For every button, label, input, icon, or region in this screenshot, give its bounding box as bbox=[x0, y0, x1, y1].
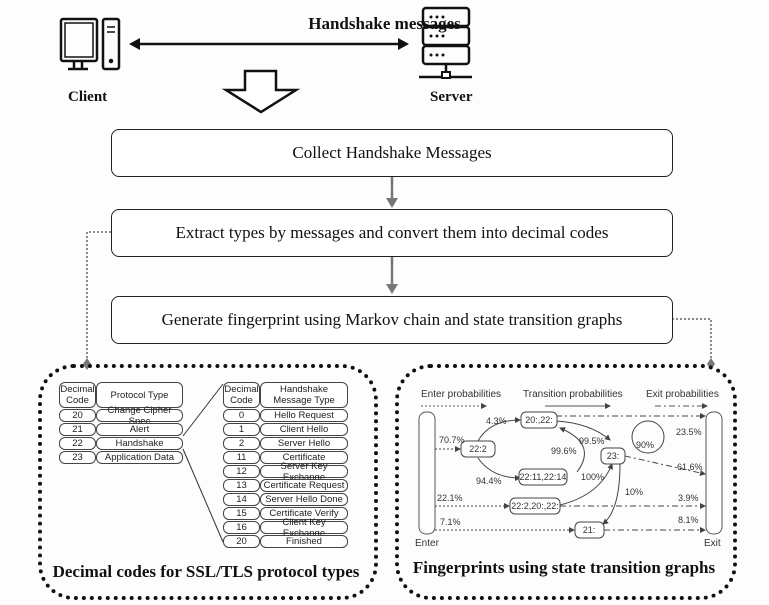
header-protocol-type: Protocol Type bbox=[96, 382, 183, 408]
legend-enter: Enter probabilities bbox=[421, 389, 501, 400]
state-23-label: 23: bbox=[607, 451, 620, 461]
header-handshake-message-type: Handshake Message Type bbox=[260, 382, 348, 408]
legend-exit: Exit probabilities bbox=[646, 389, 719, 400]
cell-type-name: Client Hello bbox=[260, 423, 348, 436]
cell-decimal-code: 15 bbox=[223, 507, 260, 520]
prob-22-2-to-22-11-14: 94.4% bbox=[476, 476, 502, 486]
prob-exit-22-2-20-22: 3.9% bbox=[678, 493, 699, 503]
prob-exit-21: 8.1% bbox=[678, 515, 699, 525]
down-arrow-icon bbox=[221, 69, 301, 114]
state-transition-panel bbox=[395, 364, 737, 600]
enter-label: Enter bbox=[415, 538, 440, 549]
exit-bar bbox=[705, 411, 723, 535]
state-transition-caption: Fingerprints using state transition grap… bbox=[412, 558, 716, 577]
cell-type-name: Handshake bbox=[96, 437, 183, 450]
enter-bar bbox=[418, 411, 436, 535]
cell-type-name: Alert bbox=[96, 423, 183, 436]
prob-22-2-20-22-to-23: 100% bbox=[581, 472, 604, 482]
prob-enter-22-2-20-22: 22.1% bbox=[437, 493, 463, 503]
decimal-codes-caption: Decimal codes for SSL/TLS protocol types bbox=[52, 562, 360, 581]
step-extract-types: Extract types by messages and convert th… bbox=[111, 209, 673, 257]
cell-type-name: Client Key Exchange bbox=[260, 517, 348, 539]
header-decimal-code: Decimal Code bbox=[59, 382, 96, 408]
cell-decimal-code: 2 bbox=[223, 437, 260, 450]
header-decimal-code: Decimal Code bbox=[223, 382, 260, 408]
state-22-2-20-22 bbox=[509, 497, 561, 515]
cell-decimal-code: 1 bbox=[223, 423, 260, 436]
cell-type-name: Application Data bbox=[96, 451, 183, 464]
cell-decimal-code: 14 bbox=[223, 493, 260, 506]
step-generate-fingerprint: Generate fingerprint using Markov chain … bbox=[111, 296, 673, 344]
cell-type-name: Server Hello Done bbox=[260, 493, 348, 506]
prob-exit-20-22: 23.5% bbox=[676, 427, 702, 437]
table-header-row: Decimal Code Protocol Type bbox=[59, 382, 183, 408]
prob-22-11-14-to-20-22: 99.6% bbox=[551, 446, 577, 456]
client-label: Client bbox=[68, 89, 108, 105]
state-23 bbox=[600, 447, 626, 465]
cell-decimal-code: 16 bbox=[223, 521, 260, 534]
step-collect-handshake: Collect Handshake Messages bbox=[111, 129, 673, 177]
cell-type-name: Hello Request bbox=[260, 409, 348, 422]
cell-decimal-code: 12 bbox=[223, 465, 260, 478]
cell-type-name: Certificate Verify bbox=[260, 507, 348, 520]
legend-transition: Transition probabilities bbox=[523, 389, 623, 400]
cell-type-name: Server Key Exchange bbox=[260, 461, 348, 483]
state-22-2 bbox=[460, 440, 496, 458]
cell-type-name: Server Hello bbox=[260, 437, 348, 450]
state-22-11-22-14 bbox=[518, 468, 568, 486]
state-21 bbox=[574, 521, 605, 539]
state-22-11-22-14-label: 22:11,22:14 bbox=[520, 472, 567, 482]
cell-decimal-code: 23 bbox=[59, 451, 96, 464]
cell-decimal-code: 13 bbox=[223, 479, 260, 492]
prob-23-to-21: 10% bbox=[625, 487, 643, 497]
server-label: Server bbox=[430, 89, 473, 105]
header-graphics bbox=[59, 6, 472, 114]
prob-enter-21: 7.1% bbox=[440, 517, 461, 527]
cell-decimal-code: 0 bbox=[223, 409, 260, 422]
prob-exit-23: 61.6% bbox=[677, 462, 703, 472]
cell-type-name: Finished bbox=[260, 535, 348, 548]
prob-23-self: 90% bbox=[636, 440, 654, 450]
cell-decimal-code: 20 bbox=[223, 535, 260, 548]
cell-decimal-code: 22 bbox=[59, 437, 96, 450]
cell-decimal-code: 21 bbox=[59, 423, 96, 436]
table-header-row: Decimal Code Handshake Message Type bbox=[223, 382, 348, 408]
state-20-22 bbox=[520, 411, 558, 429]
state-22-2-label: 22:2 bbox=[469, 444, 487, 454]
cell-type-name: Change Cipher Spec bbox=[96, 405, 183, 427]
bidirectional-arrow bbox=[129, 38, 409, 50]
state-20-22-label: 20:,22: bbox=[525, 415, 553, 425]
cell-type-name: Certificate bbox=[260, 451, 348, 464]
cell-type-name: Certificate Request bbox=[260, 479, 348, 492]
exit-label: Exit bbox=[704, 538, 721, 549]
cell-decimal-code: 20 bbox=[59, 409, 96, 422]
cell-decimal-code: 11 bbox=[223, 451, 260, 464]
prob-enter-22-2: 70.7% bbox=[439, 435, 465, 445]
server-rack-icon bbox=[419, 6, 472, 79]
state-21-label: 21: bbox=[583, 525, 596, 535]
desktop-computer-icon bbox=[59, 17, 121, 71]
decimal-codes-panel bbox=[38, 364, 378, 600]
prob-20-22-to-23: 99.5% bbox=[579, 436, 605, 446]
state-22-2-20-22-label: 22:2,20:,22: bbox=[511, 501, 559, 511]
prob-22-2-to-20-22: 4.3% bbox=[486, 416, 507, 426]
